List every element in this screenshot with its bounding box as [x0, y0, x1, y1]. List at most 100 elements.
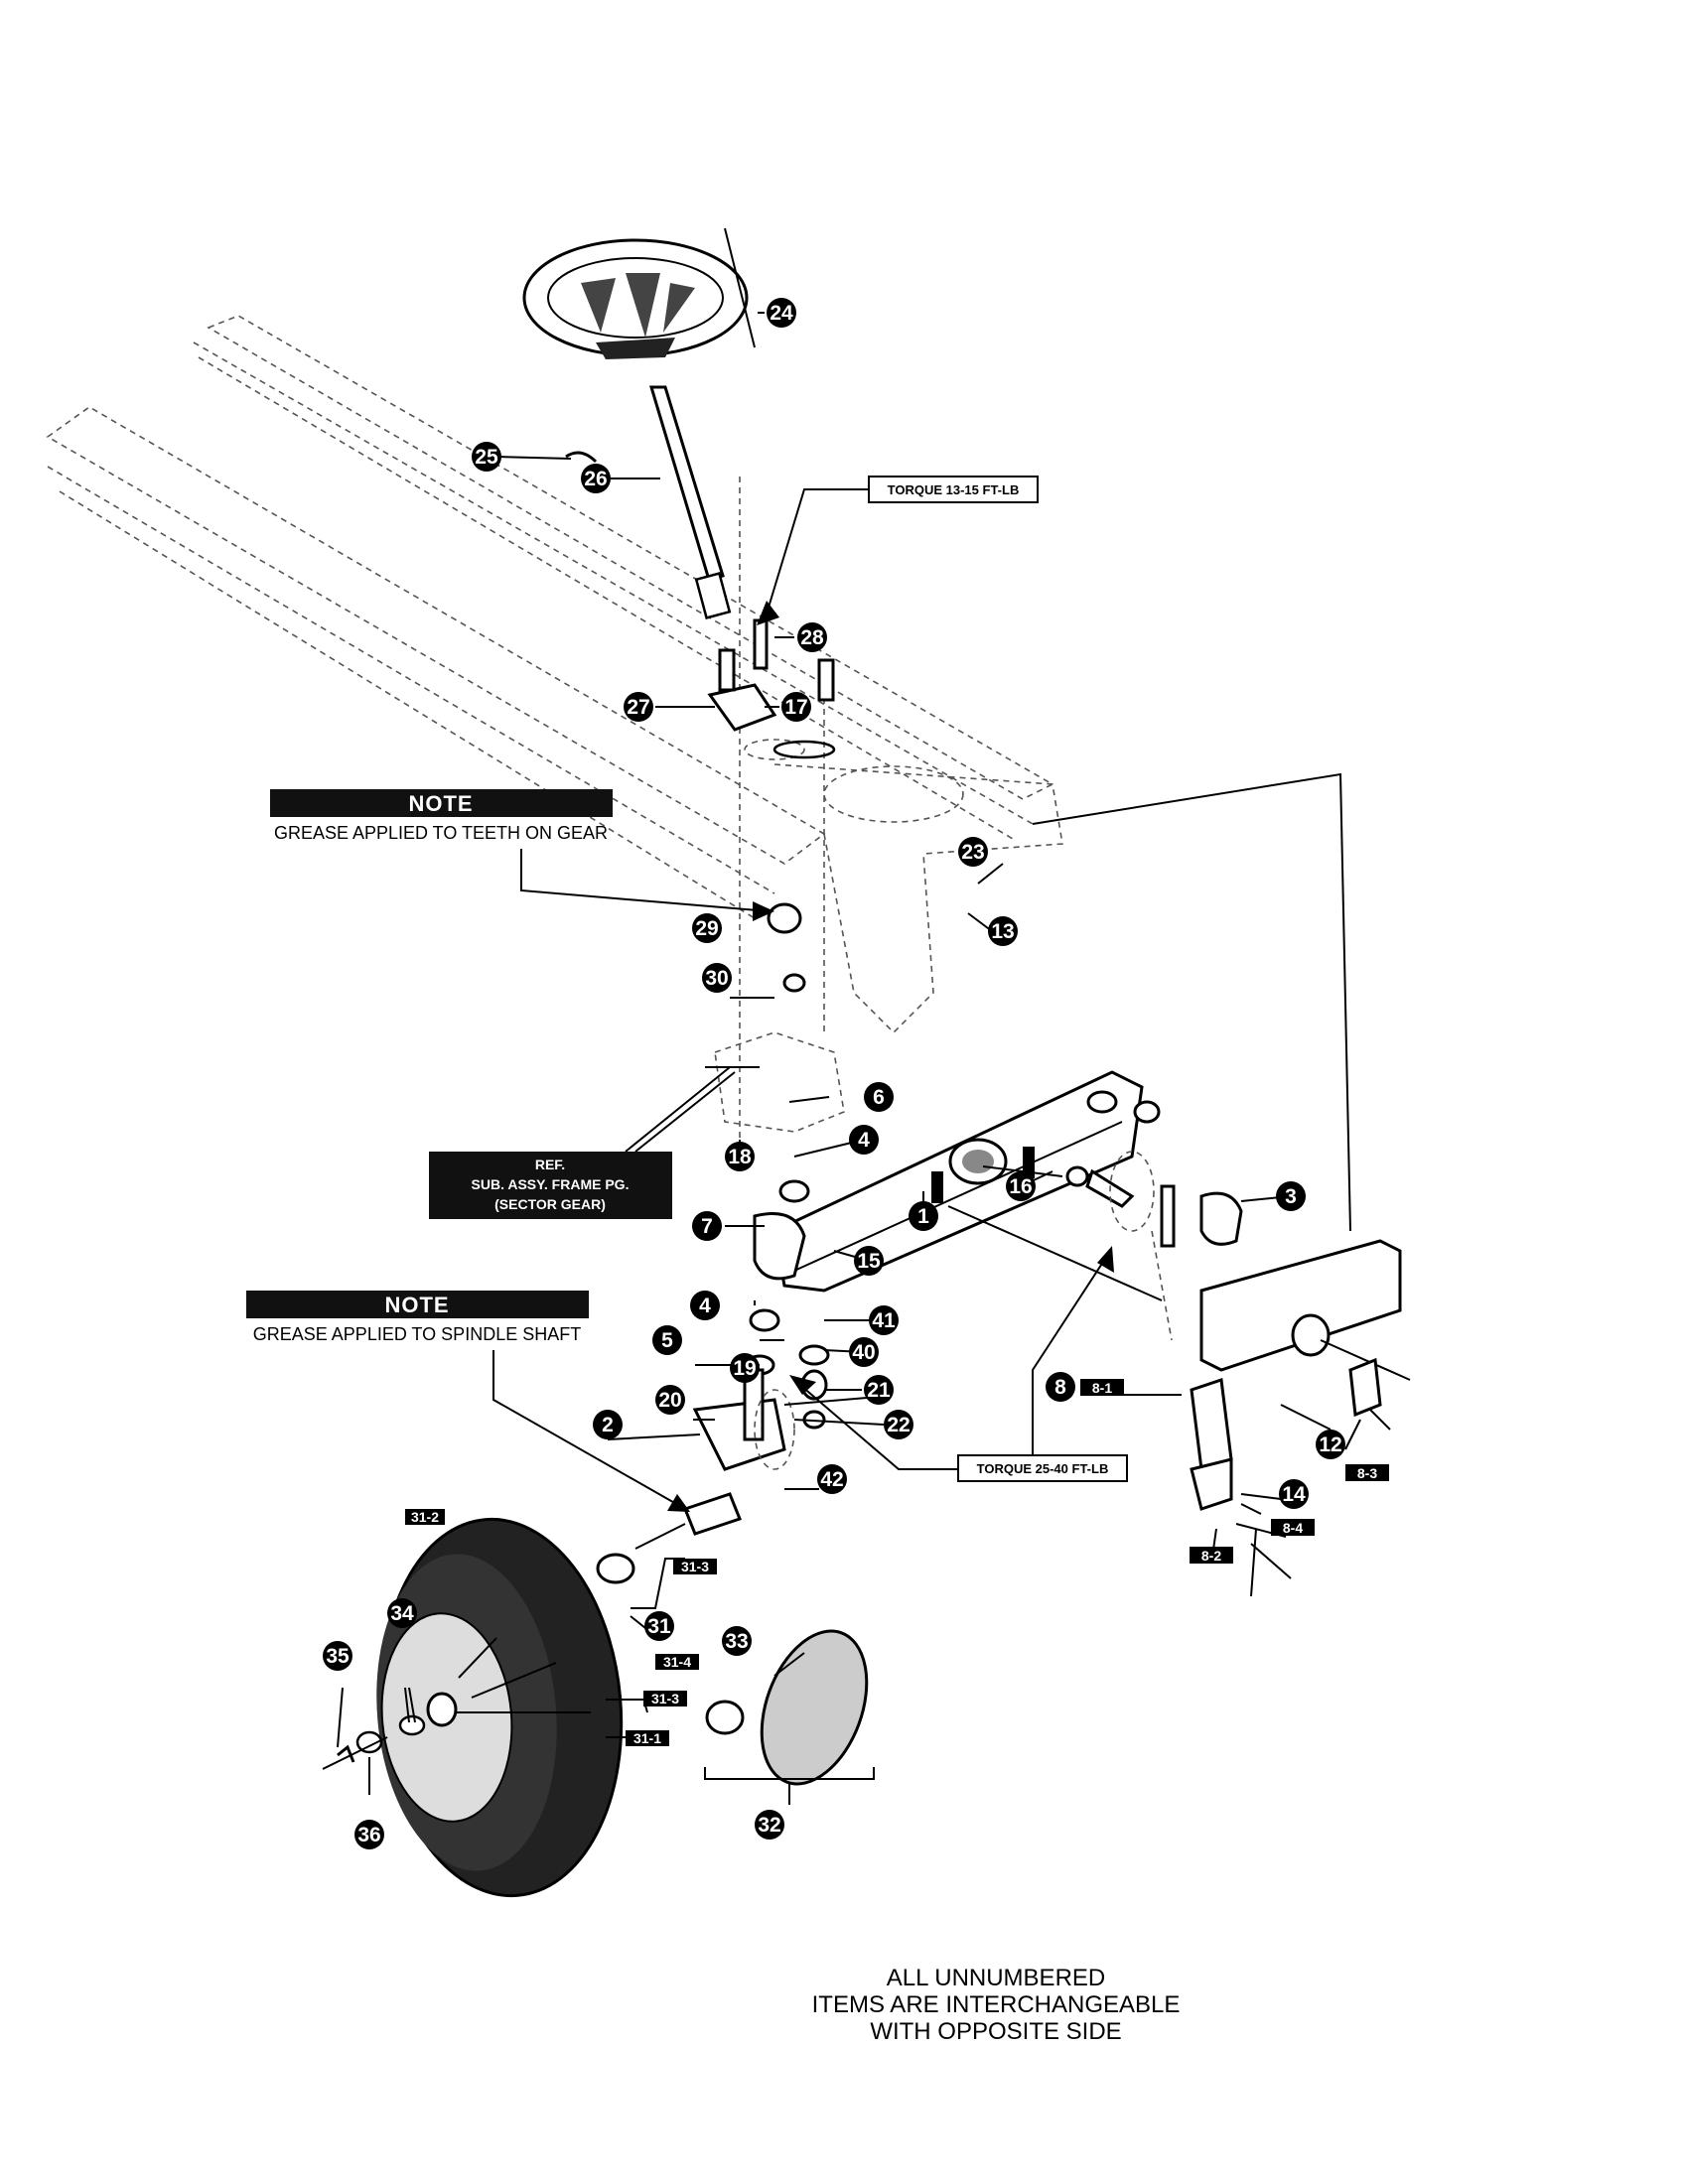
- svg-text:5: 5: [661, 1329, 673, 1352]
- callout-19: 19: [730, 1353, 760, 1383]
- pin: [565, 451, 598, 464]
- front-axle: [772, 1070, 1163, 1301]
- callout-13: 13: [988, 916, 1018, 946]
- note-gear-heading: NOTE: [408, 791, 473, 816]
- callout-35: 35: [323, 1641, 352, 1671]
- leader-lines: [337, 312, 1361, 1805]
- callout-24: 24: [767, 298, 796, 328]
- callout-4-lower: 4: [690, 1291, 720, 1320]
- torque-lower-label: TORQUE 25-40 FT-LB: [977, 1461, 1109, 1476]
- svg-text:33: 33: [725, 1630, 748, 1653]
- svg-text:35: 35: [326, 1645, 350, 1668]
- callout-12: 12: [1316, 1430, 1345, 1459]
- callout-18: 18: [725, 1142, 755, 1171]
- callout-22: 22: [884, 1410, 913, 1439]
- svg-text:7: 7: [701, 1215, 713, 1238]
- torque-lower: TORQUE 25-40 FT-LB: [789, 1246, 1128, 1482]
- reference-line-3: (SECTOR GEAR): [494, 1196, 606, 1212]
- callout-36: 36: [354, 1820, 384, 1849]
- callout-27: 27: [624, 692, 653, 722]
- note-spindle-text: GREASE APPLIED TO SPINDLE SHAFT: [253, 1324, 581, 1344]
- svg-text:31-3: 31-3: [681, 1559, 709, 1574]
- callout-1: 1: [909, 1201, 938, 1231]
- svg-text:8-4: 8-4: [1283, 1520, 1303, 1536]
- svg-text:4: 4: [858, 1129, 870, 1152]
- svg-text:4: 4: [699, 1295, 711, 1317]
- support-bracket: [1032, 772, 1411, 1515]
- svg-text:8-1: 8-1: [1092, 1380, 1112, 1396]
- svg-text:21: 21: [867, 1379, 891, 1402]
- callout-34: 34: [387, 1598, 417, 1628]
- svg-text:20: 20: [658, 1389, 681, 1412]
- svg-text:40: 40: [852, 1341, 875, 1364]
- callout-29: 29: [692, 913, 722, 943]
- callout-20: 20: [655, 1385, 685, 1415]
- hub-cap: [704, 1629, 875, 1786]
- svg-text:1: 1: [917, 1205, 929, 1228]
- svg-text:30: 30: [705, 967, 728, 990]
- tag-31-2: 31-2: [405, 1509, 445, 1525]
- callout-23: 23: [958, 837, 988, 867]
- svg-text:34: 34: [390, 1602, 414, 1625]
- svg-text:8-2: 8-2: [1201, 1548, 1221, 1564]
- callout-3: 3: [1276, 1181, 1306, 1211]
- svg-text:22: 22: [887, 1414, 910, 1436]
- callout-16: 16: [1006, 1171, 1036, 1201]
- callout-25: 25: [472, 442, 501, 472]
- footer-line-3: WITH OPPOSITE SIDE: [870, 2018, 1121, 2045]
- note-spindle-heading: NOTE: [384, 1293, 449, 1317]
- svg-text:17: 17: [784, 696, 807, 719]
- footer-line-2: ITEMS ARE INTERCHANGEABLE: [812, 1991, 1181, 2018]
- svg-text:26: 26: [584, 468, 607, 490]
- steering-bracket: [707, 618, 836, 759]
- svg-text:32: 32: [758, 1814, 780, 1837]
- steering-shaft: [648, 227, 756, 619]
- reference-line-2: SUB. ASSY. FRAME PG.: [472, 1176, 630, 1192]
- svg-text:8-3: 8-3: [1357, 1465, 1377, 1481]
- tag-31-4: 31-4: [655, 1654, 699, 1670]
- svg-text:8: 8: [1054, 1376, 1066, 1399]
- note-gear-text: GREASE APPLIED TO TEETH ON GEAR: [274, 823, 608, 843]
- svg-text:31: 31: [647, 1615, 671, 1638]
- frame-rails: [46, 315, 1063, 1171]
- svg-text:41: 41: [872, 1309, 896, 1332]
- pinion-gear: [767, 902, 806, 993]
- svg-text:12: 12: [1319, 1433, 1341, 1456]
- note-spindle: NOTE GREASE APPLIED TO SPINDLE SHAFT: [246, 1291, 690, 1512]
- svg-text:15: 15: [857, 1250, 881, 1273]
- svg-text:3: 3: [1285, 1185, 1297, 1208]
- callout-32: 32: [755, 1810, 784, 1840]
- callout-bubbles: 24 25 26 28 27 17 23 13 29 30 6 4 18 16 …: [323, 298, 1345, 1849]
- tag-8-3: 8-3: [1345, 1464, 1389, 1481]
- tag-31-3-wheel: 31-3: [643, 1691, 687, 1706]
- tag-31-3-hub: 31-3: [673, 1559, 717, 1574]
- svg-text:31-1: 31-1: [633, 1730, 661, 1746]
- svg-text:13: 13: [991, 920, 1014, 943]
- callout-7: 7: [692, 1211, 722, 1241]
- svg-text:2: 2: [602, 1414, 614, 1436]
- note-gear: NOTE GREASE APPLIED TO TEETH ON GEAR: [270, 789, 774, 921]
- torque-upper: TORQUE 13-15 FT-LB: [757, 476, 1039, 625]
- callout-28: 28: [797, 622, 827, 652]
- svg-text:42: 42: [820, 1468, 843, 1491]
- svg-text:27: 27: [627, 696, 649, 719]
- callout-8: 8: [1046, 1372, 1075, 1402]
- reference-line-1: REF.: [535, 1157, 565, 1172]
- front-wheel: [322, 1517, 635, 1898]
- svg-text:31-4: 31-4: [663, 1654, 691, 1670]
- callout-2: 2: [593, 1410, 623, 1439]
- spindle-right: [1109, 1100, 1243, 1341]
- callout-5: 5: [652, 1325, 682, 1355]
- svg-text:14: 14: [1282, 1483, 1306, 1506]
- callout-42: 42: [817, 1464, 847, 1494]
- callout-40: 40: [849, 1337, 879, 1367]
- svg-text:29: 29: [695, 917, 718, 940]
- svg-text:16: 16: [1009, 1175, 1032, 1198]
- tag-labels: 8-1 8-3 8-4 8-2 31-2 31-3 31-4 31-3 31-1: [405, 1379, 1389, 1746]
- callout-41: 41: [869, 1305, 899, 1335]
- callout-6: 6: [864, 1082, 894, 1112]
- svg-text:28: 28: [800, 626, 824, 649]
- callout-21: 21: [864, 1375, 894, 1405]
- callout-33: 33: [722, 1626, 752, 1656]
- svg-text:19: 19: [733, 1357, 756, 1380]
